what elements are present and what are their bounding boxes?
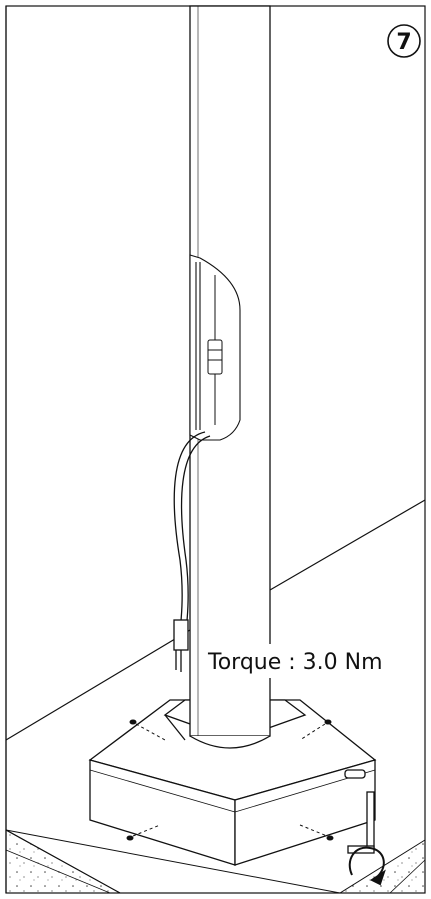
mounting-screws [126, 719, 334, 841]
wall-lines [5, 6, 426, 893]
torque-label: Torque : 3.0 Nm [207, 650, 383, 675]
floor-slab [5, 829, 426, 894]
clockwise-rotation-arrow-icon [348, 846, 386, 886]
screw-icon [129, 719, 137, 725]
base-housing [88, 699, 377, 866]
screw-icon [324, 719, 332, 725]
cable-connector [207, 275, 223, 425]
step-badge: 7 [387, 24, 421, 58]
power-cable [173, 431, 211, 672]
screw-icon [326, 835, 334, 841]
step-number: 7 [396, 30, 411, 55]
screw-icon [126, 835, 134, 841]
